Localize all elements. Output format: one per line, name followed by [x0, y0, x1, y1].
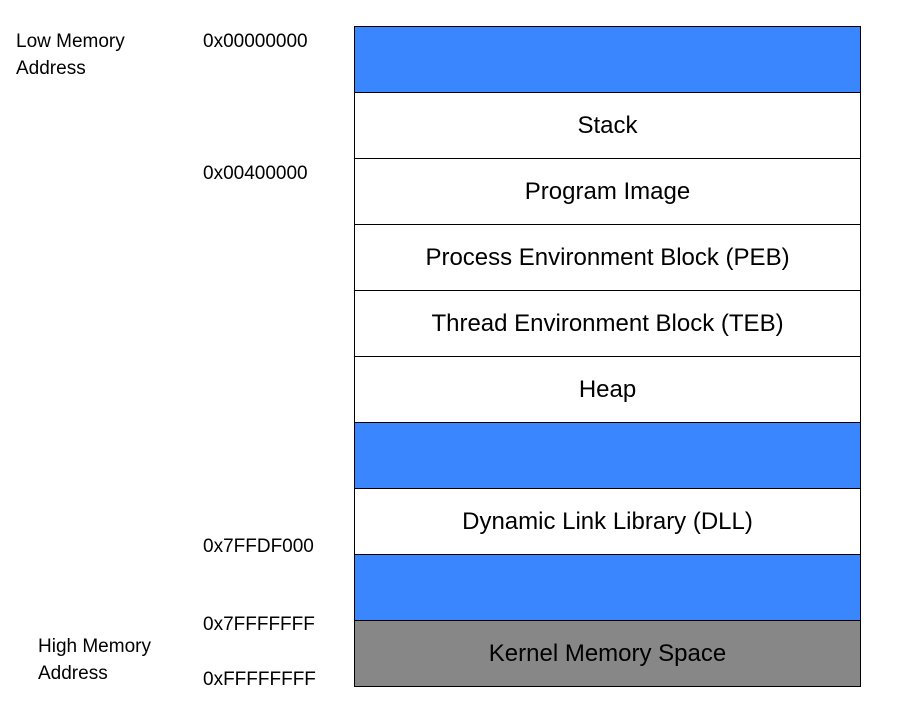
kernel-memory-segment: Kernel Memory Space: [354, 620, 861, 687]
teb-segment: Thread Environment Block (TEB): [354, 290, 861, 357]
free-region-lower: [354, 554, 861, 621]
address-end: 0xFFFFFFFF: [203, 669, 316, 690]
peb-segment: Process Environment Block (PEB): [354, 224, 861, 291]
program-image-segment: Program Image: [354, 158, 861, 225]
high-memory-address-label: High Memory Address: [38, 636, 151, 684]
heap-segment: Heap: [354, 356, 861, 423]
free-region-middle: [354, 422, 861, 489]
address-start: 0x00000000: [203, 31, 308, 52]
free-region-top: [354, 26, 861, 93]
stack-segment: Stack: [354, 92, 861, 159]
low-memory-address-label: Low Memory Address: [16, 31, 125, 79]
address-teb-region: 0x7FFDF000: [203, 536, 314, 557]
memory-map: Stack Program Image Process Environment …: [354, 26, 861, 687]
address-user-end: 0x7FFFFFFF: [203, 614, 315, 635]
address-image-base: 0x00400000: [203, 163, 308, 184]
dll-segment: Dynamic Link Library (DLL): [354, 488, 861, 555]
